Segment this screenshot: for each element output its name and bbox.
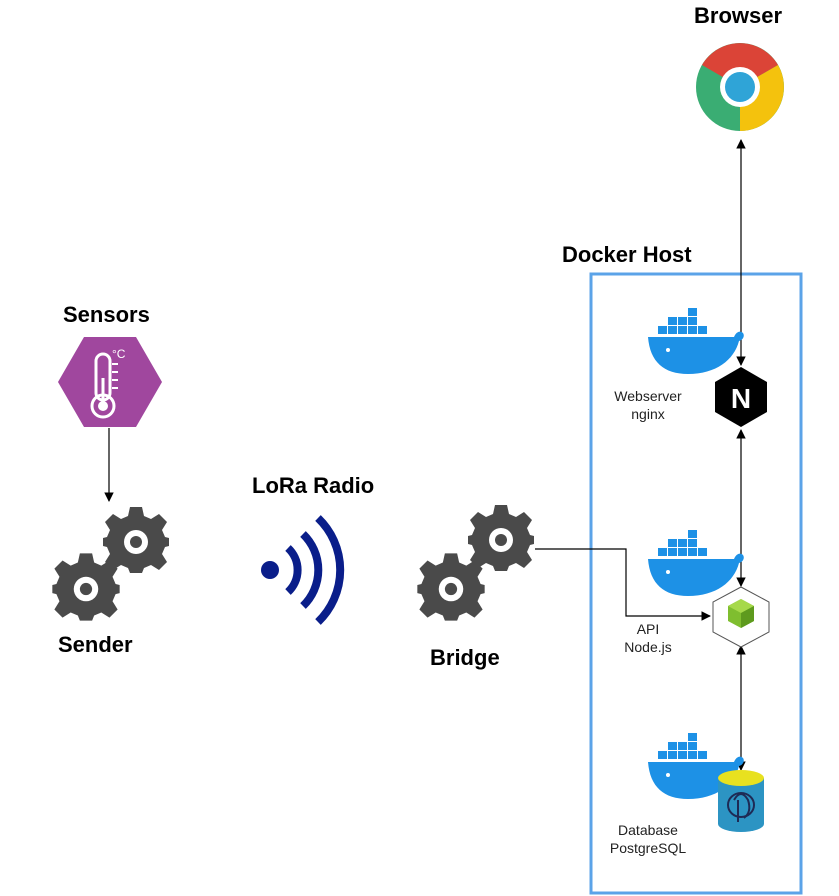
docker-host-frame <box>589 272 803 895</box>
nodejs-icon <box>712 586 770 648</box>
radio-waves-icon <box>261 515 345 625</box>
sender-label: Sender <box>58 632 133 657</box>
docker-whale-icon <box>648 530 744 596</box>
api-title: API <box>636 621 660 637</box>
chrome-icon <box>696 43 784 131</box>
postgres-icon <box>718 770 764 832</box>
sensors-label: Sensors <box>63 302 150 327</box>
database-title: Database <box>618 822 678 838</box>
thermometer-icon: °C <box>58 337 162 427</box>
docker-host-label: Docker Host <box>562 242 692 267</box>
api-subtitle: Node.js <box>624 639 672 655</box>
database-label: Database PostgreSQL <box>600 821 696 857</box>
lora-radio-label: LoRa Radio <box>252 473 375 498</box>
docker-whale-icon <box>648 308 744 374</box>
webserver-subtitle: nginx <box>631 406 665 422</box>
browser-label: Browser <box>694 3 783 28</box>
nginx-icon: N <box>715 367 767 427</box>
bridge-label: Bridge <box>430 645 500 670</box>
nginx-letter: N <box>731 383 751 414</box>
database-subtitle: PostgreSQL <box>609 840 687 856</box>
bridge-gears-icon <box>417 505 534 621</box>
sender-gears-icon <box>52 507 169 621</box>
bridge-to-api-arrow <box>535 548 711 621</box>
webserver-label: Webserver nginx <box>605 387 691 423</box>
webserver-title: Webserver <box>614 388 682 404</box>
api-label: API Node.js <box>614 620 682 656</box>
sensor-unit-text: °C <box>112 347 126 361</box>
